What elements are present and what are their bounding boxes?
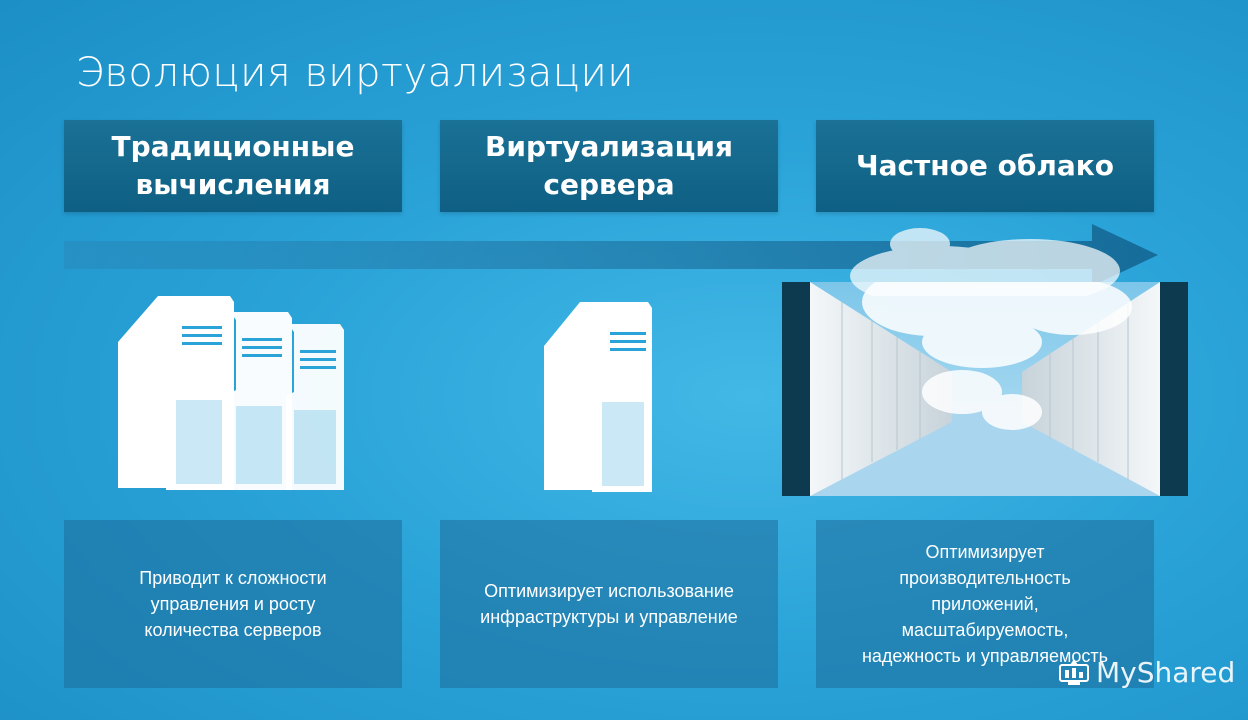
description-line: производительность: [899, 568, 1071, 588]
multiple-servers-icon: [118, 296, 344, 490]
description-line: масштабируемость,: [901, 620, 1069, 640]
myshared-watermark: MyShared: [1058, 656, 1235, 689]
header-private-cloud: Частное облако: [816, 120, 1154, 212]
description-line: управления и росту: [150, 594, 316, 614]
description-line: Оптимизирует использование: [484, 581, 734, 601]
cloud-icon: [850, 228, 1120, 296]
header-line: Традиционные: [111, 130, 355, 163]
header-line: вычисления: [135, 168, 331, 201]
header-server-virtualization: Виртуализация сервера: [440, 120, 778, 212]
description-line: надежность и управляемость: [861, 646, 1109, 666]
header-line: сервера: [543, 168, 675, 201]
description-line: количества серверов: [144, 620, 322, 640]
watermark-text: MyShared: [1096, 656, 1236, 689]
cloud-datacenter-image: [782, 282, 1188, 496]
progress-arrow-icon: [64, 224, 1158, 286]
myshared-logo-icon: [1059, 658, 1089, 685]
single-server-icon: [544, 302, 652, 492]
description-line: инфраструктуры и управление: [480, 607, 738, 627]
header-line: Виртуализация: [484, 130, 734, 163]
description-line: приложений,: [931, 594, 1039, 614]
slide-title: Эволюция виртуализации: [76, 50, 635, 96]
header-line: Частное облако: [855, 149, 1115, 182]
description-server-virtualization: Оптимизирует использование инфраструктур…: [440, 520, 778, 688]
description-private-cloud: Оптимизирует производительность приложен…: [816, 520, 1154, 688]
header-traditional-computing: Традиционные вычисления: [64, 120, 402, 212]
description-line: Оптимизирует: [925, 542, 1045, 562]
description-line: Приводит к сложности: [139, 568, 327, 588]
description-traditional-computing: Приводит к сложности управления и росту …: [64, 520, 402, 688]
